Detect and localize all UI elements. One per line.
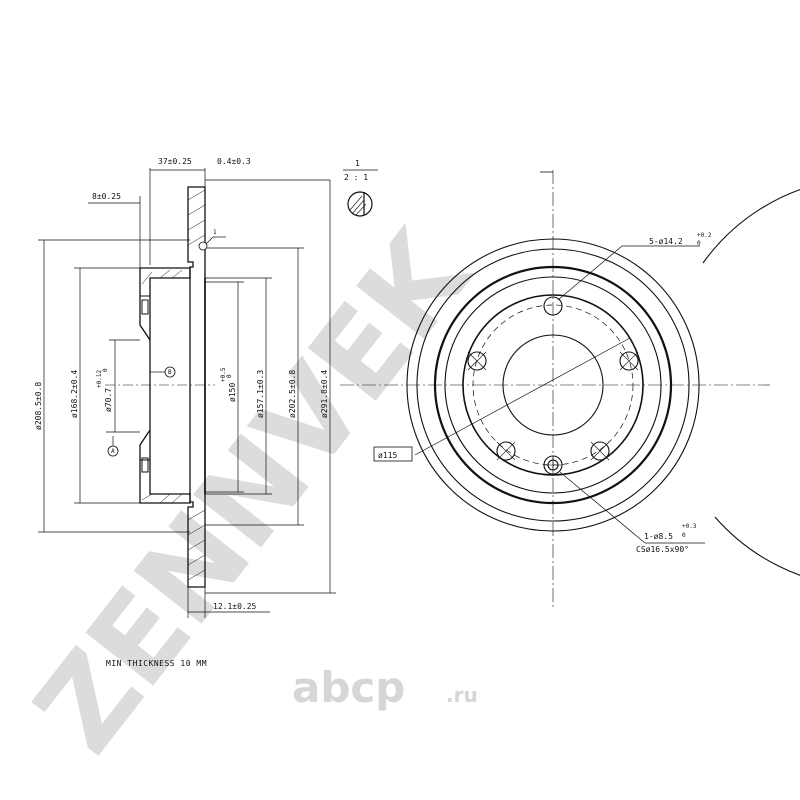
dim-holes-5: 5-ø14.2 <box>649 237 683 246</box>
front-view-texts: 5-ø14.2 +0.2 0 ø115 1-ø8.5 +0.3 0 CSø16.… <box>378 232 712 554</box>
balloon-a-label: A <box>111 448 115 455</box>
balloons <box>107 241 208 457</box>
dim-8: 8±0.25 <box>92 192 121 201</box>
section-dimension-lines <box>38 168 336 618</box>
section-dimension-texts: 37±0.25 0.4±0.3 8±0.25 12.1±0.25 ø208.5±… <box>34 157 329 611</box>
brand-main: abcp <box>292 663 405 712</box>
front-view <box>340 170 800 610</box>
dim-hole-1-tol-lower: 0 <box>682 532 686 539</box>
dim-countersink: CSø16.5x90° <box>636 545 689 554</box>
dim-202-5: ø202.5±0.8 <box>288 370 297 418</box>
dim-hole-1-tol-upper: +0.3 <box>682 523 697 530</box>
dim-37: 37±0.25 <box>158 157 192 166</box>
dim-holes-5-tol-upper: +0.2 <box>697 232 712 239</box>
detail-scale-bottom: 2 : 1 <box>344 173 368 182</box>
dim-12-1: 12.1±0.25 <box>213 602 257 611</box>
brand-logo: abcp .ru <box>292 663 478 712</box>
watermark-text: ZENNVEK <box>8 204 498 777</box>
locating-hole <box>543 455 563 475</box>
watermark: ZENNVEK <box>8 204 498 777</box>
balloon-b-label: B <box>168 369 172 376</box>
section-view <box>105 186 215 588</box>
dim-70-7: ø70.7 <box>104 388 113 412</box>
dim-holes-5-tol-lower: 0 <box>697 240 701 247</box>
brand-suffix: .ru <box>446 683 478 707</box>
dim-0-4: 0.4±0.3 <box>217 157 251 166</box>
dim-291-8: ø291.8±0.4 <box>320 370 329 418</box>
balloon-1-label: 1 <box>213 229 217 236</box>
dim-hole-1: 1-ø8.5 <box>644 532 673 541</box>
dim-70-7-tol-lower: 0 <box>102 368 109 372</box>
dim-150: ø150 <box>228 383 237 402</box>
min-thickness-note: MIN THICKNESS 10 MM <box>106 659 207 668</box>
dim-70-7-tol-upper: +0.12 <box>96 370 103 388</box>
dim-115: ø115 <box>378 451 397 460</box>
detail-scale: 1 2 : 1 <box>343 159 378 217</box>
outer-rim <box>702 189 800 576</box>
dim-208-5: ø208.5±0.8 <box>34 382 43 430</box>
section-hatching <box>141 189 206 581</box>
detail-scale-top: 1 <box>355 159 360 168</box>
dim-150-tol-upper: +0.5 <box>220 367 227 382</box>
dim-168-2: ø168.2±0.4 <box>70 370 79 418</box>
dim-150-tol-lower: 0 <box>226 374 233 378</box>
dim-157-1: ø157.1±0.3 <box>256 370 265 418</box>
bolt-holes <box>467 296 639 461</box>
